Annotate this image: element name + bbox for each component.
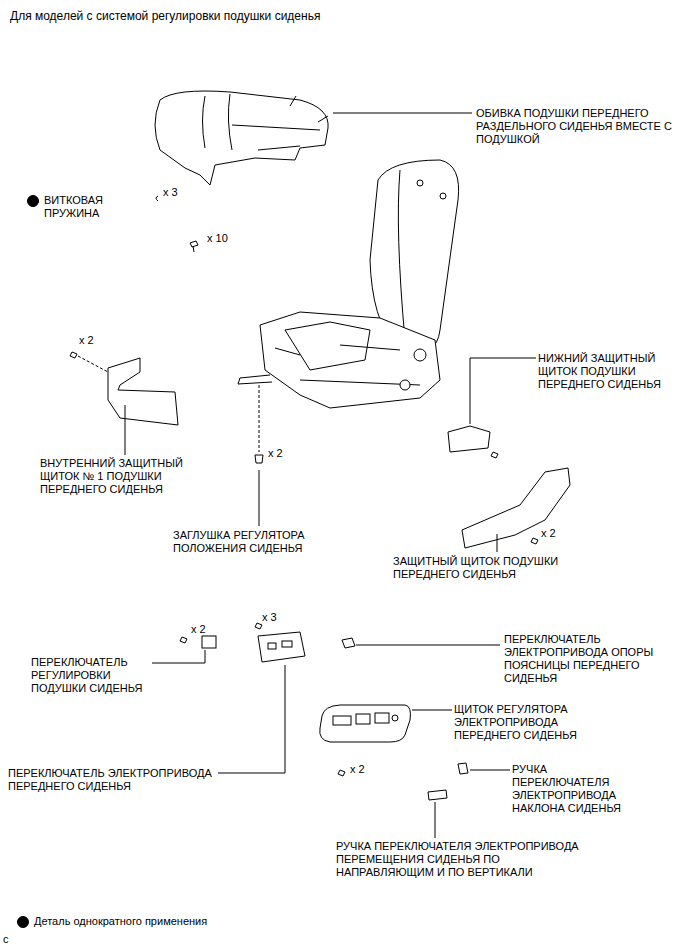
screw xyxy=(531,538,538,544)
leader-line xyxy=(333,113,472,114)
screw xyxy=(491,452,498,458)
part-name: ПЕРЕКЛЮЧАТЕЛЬ ЭЛЕКТРОПРИВОДА ПЕРЕДНЕГО С… xyxy=(8,767,218,793)
part-name: ВНУТРЕННИЙ ЗАЩИТНЫЙ ЩИТОК № 1 ПОДУШКИ ПЕ… xyxy=(40,457,195,496)
quantity: x 2 xyxy=(79,334,94,347)
part-name: ПЕРЕКЛЮЧАТЕЛЬ РЕГУЛИРОВКИ ПОДУШКИ СИДЕНЬ… xyxy=(31,656,151,695)
figure-code: c xyxy=(3,933,9,946)
one-time-use-mark xyxy=(28,196,39,207)
dash-line xyxy=(78,356,108,372)
part-name: ЗАГЛУШКА РЕГУЛЯТОРА ПОЛОЖЕНИЯ СИДЕНЬЯ xyxy=(173,529,328,555)
leader-line xyxy=(412,710,452,711)
dash-line xyxy=(259,385,260,452)
screw xyxy=(255,623,262,629)
seat-frame xyxy=(238,312,440,408)
cushion-switch xyxy=(202,636,216,648)
part-name: РУЧКА ПЕРЕКЛЮЧАТЕЛЯ ЭЛЕКТРОПРИВОДА ПЕРЕМ… xyxy=(336,840,600,879)
seat-cushion xyxy=(155,91,328,185)
quantity: x 2 xyxy=(268,447,283,460)
quantity: x 2 xyxy=(191,623,206,636)
screw xyxy=(190,241,198,252)
leader-line xyxy=(470,358,536,424)
quantity: x 3 xyxy=(262,611,277,624)
leader-line xyxy=(435,802,436,838)
screw xyxy=(338,770,345,776)
slide-knob xyxy=(428,790,447,800)
part-name: ПЕРЕКЛЮЧАТЕЛЬ ЭЛЕКТРОПРИВОДА ОПОРЫ ПОЯСН… xyxy=(504,633,661,685)
power-seat-switch xyxy=(258,632,305,662)
part-name: НИЖНИЙ ЗАЩИТНЫЙ ЩИТОК ПОДУШКИ ПЕРЕДНЕГО … xyxy=(538,352,670,391)
quantity: x 2 xyxy=(350,763,365,776)
inner-shield xyxy=(108,358,178,425)
coil-spring xyxy=(156,196,158,201)
cushion-shield xyxy=(462,468,570,548)
leader-line xyxy=(470,770,510,771)
recline-knob xyxy=(458,763,468,774)
part-name: ВИТКОВАЯ ПРУЖИНА xyxy=(44,194,122,220)
leader-line xyxy=(356,645,500,646)
screw xyxy=(180,637,187,643)
switch-cover xyxy=(320,705,411,742)
legend-mark xyxy=(18,917,29,928)
quantity: x 3 xyxy=(163,186,178,199)
quantity: x 10 xyxy=(207,232,228,245)
leader-line xyxy=(259,470,260,526)
quantity: x 2 xyxy=(541,527,556,540)
lower-shield xyxy=(448,426,490,452)
part-name: ЩИТОК РЕГУЛЯТОРА ЭЛЕКТРОПРИВОДА ПЕРЕДНЕГ… xyxy=(454,703,586,742)
part-name: ОБИВКА ПОДУШКИ ПЕРЕДНЕГО РАЗДЕЛЬНОГО СИД… xyxy=(476,107,674,146)
lumbar-switch xyxy=(342,638,355,648)
part-name: РУЧКА ПЕРЕКЛЮЧАТЕЛЯ ЭЛЕКТРОПРИВОДА НАКЛО… xyxy=(512,763,629,815)
leader-line xyxy=(497,534,498,552)
leader-line xyxy=(218,665,285,773)
leader-line xyxy=(152,650,205,663)
plug xyxy=(255,455,263,463)
legend-text: Деталь однократного применения xyxy=(34,915,207,928)
diagram-title: Для моделей с системой регулировки подуш… xyxy=(10,9,320,23)
screw xyxy=(70,352,77,358)
part-name: ЗАЩИТНЫЙ ЩИТОК ПОДУШКИ ПЕРЕДНЕГО СИДЕНЬЯ xyxy=(393,555,565,581)
leader-line xyxy=(125,405,126,455)
